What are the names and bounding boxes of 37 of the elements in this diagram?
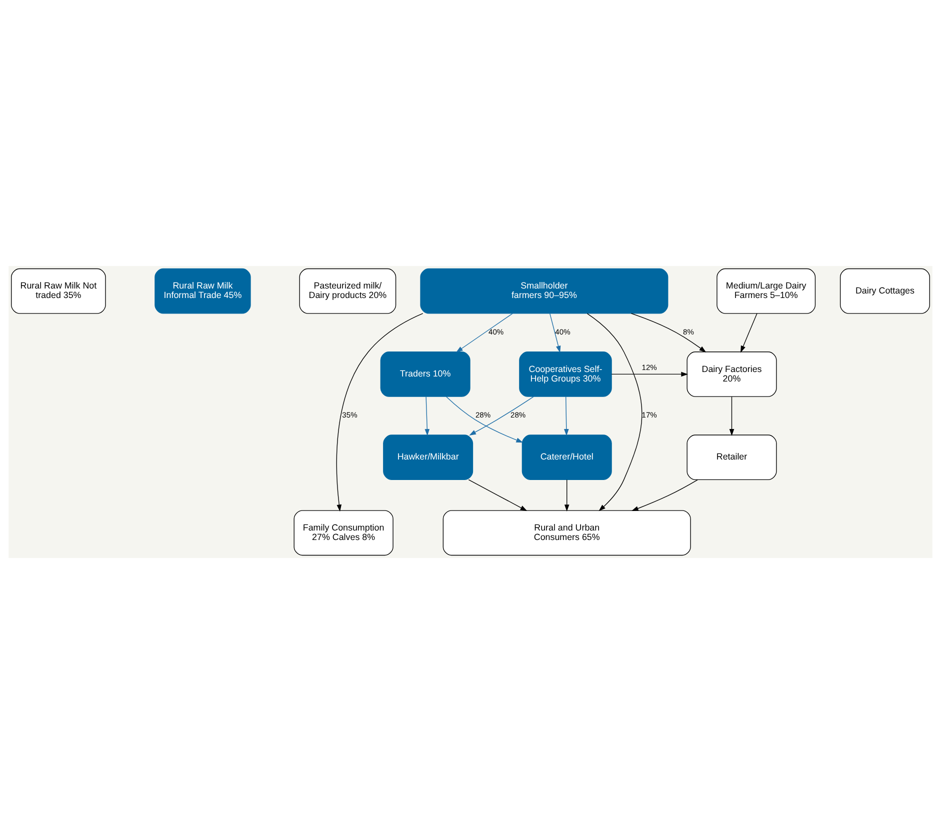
node-box: Rural and Urban Consumers 65% [442,510,691,556]
arrow [468,479,528,512]
node-box: Smallholder farmers 90–95% [420,268,668,314]
node-box: Traders 10% [380,352,470,397]
arrow [611,372,688,377]
node-box: Retailer [686,434,777,480]
arrow [446,396,524,443]
arrow [424,396,430,436]
node-box: Dairy Cottages [840,268,930,314]
arrow [631,480,698,511]
node-box: Rural Raw Milk Informal Trade 45% [154,268,251,314]
node-box: Caterer/Hotel [522,434,612,480]
arrow [564,396,569,436]
arrow [740,313,758,353]
edge-label: 28% [475,410,491,420]
arrow [729,396,734,436]
arrow [564,479,570,512]
edge-label: 35% [342,410,358,420]
arrow [630,313,706,352]
node-box: Dairy Factories 20% [686,352,777,397]
edge-label: 17% [642,410,657,420]
node-box: Cooperatives Self-Help Groups 30% [519,352,612,397]
node-box: Pasteurized milk/ Dairy products 20% [299,268,396,314]
node-box: Rural Raw Milk Not traded 35% [11,268,106,314]
edge-label: 40% [488,328,504,337]
edge-label: 28% [510,410,526,420]
arrow [456,313,513,352]
edge-label: 12% [642,362,657,372]
arrow [469,396,534,436]
arrow [586,313,642,512]
edge-label: 40% [555,328,570,337]
arrow [550,313,561,353]
node-box: Family Consumption 27% Calves 8% [294,510,394,556]
arrow [336,313,424,512]
edge-label: 8% [683,328,694,337]
node-box: Hawker/Milkbar [383,434,474,480]
node-box: Medium/Large Dairy Farmers 5–10% [716,268,816,314]
